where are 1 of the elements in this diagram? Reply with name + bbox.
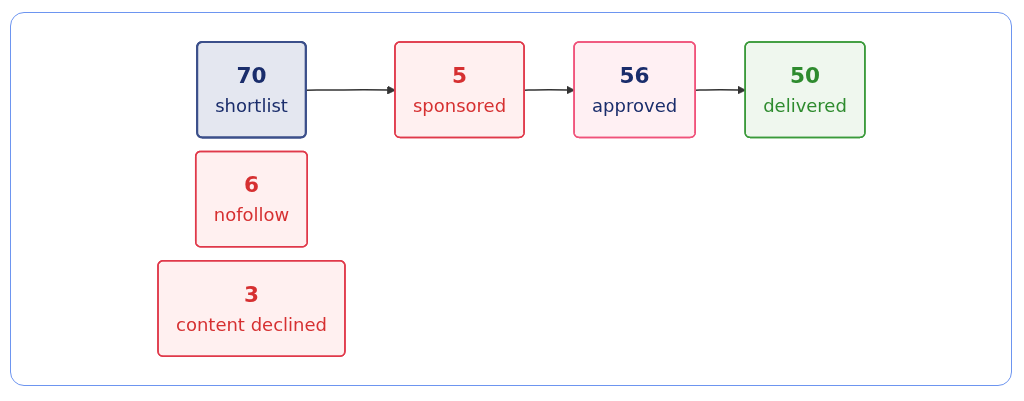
card-background: 70 shortlist 6 nofollow 5 sponsored 3 content declined 56 approved 50 delivered: [10, 12, 1012, 386]
